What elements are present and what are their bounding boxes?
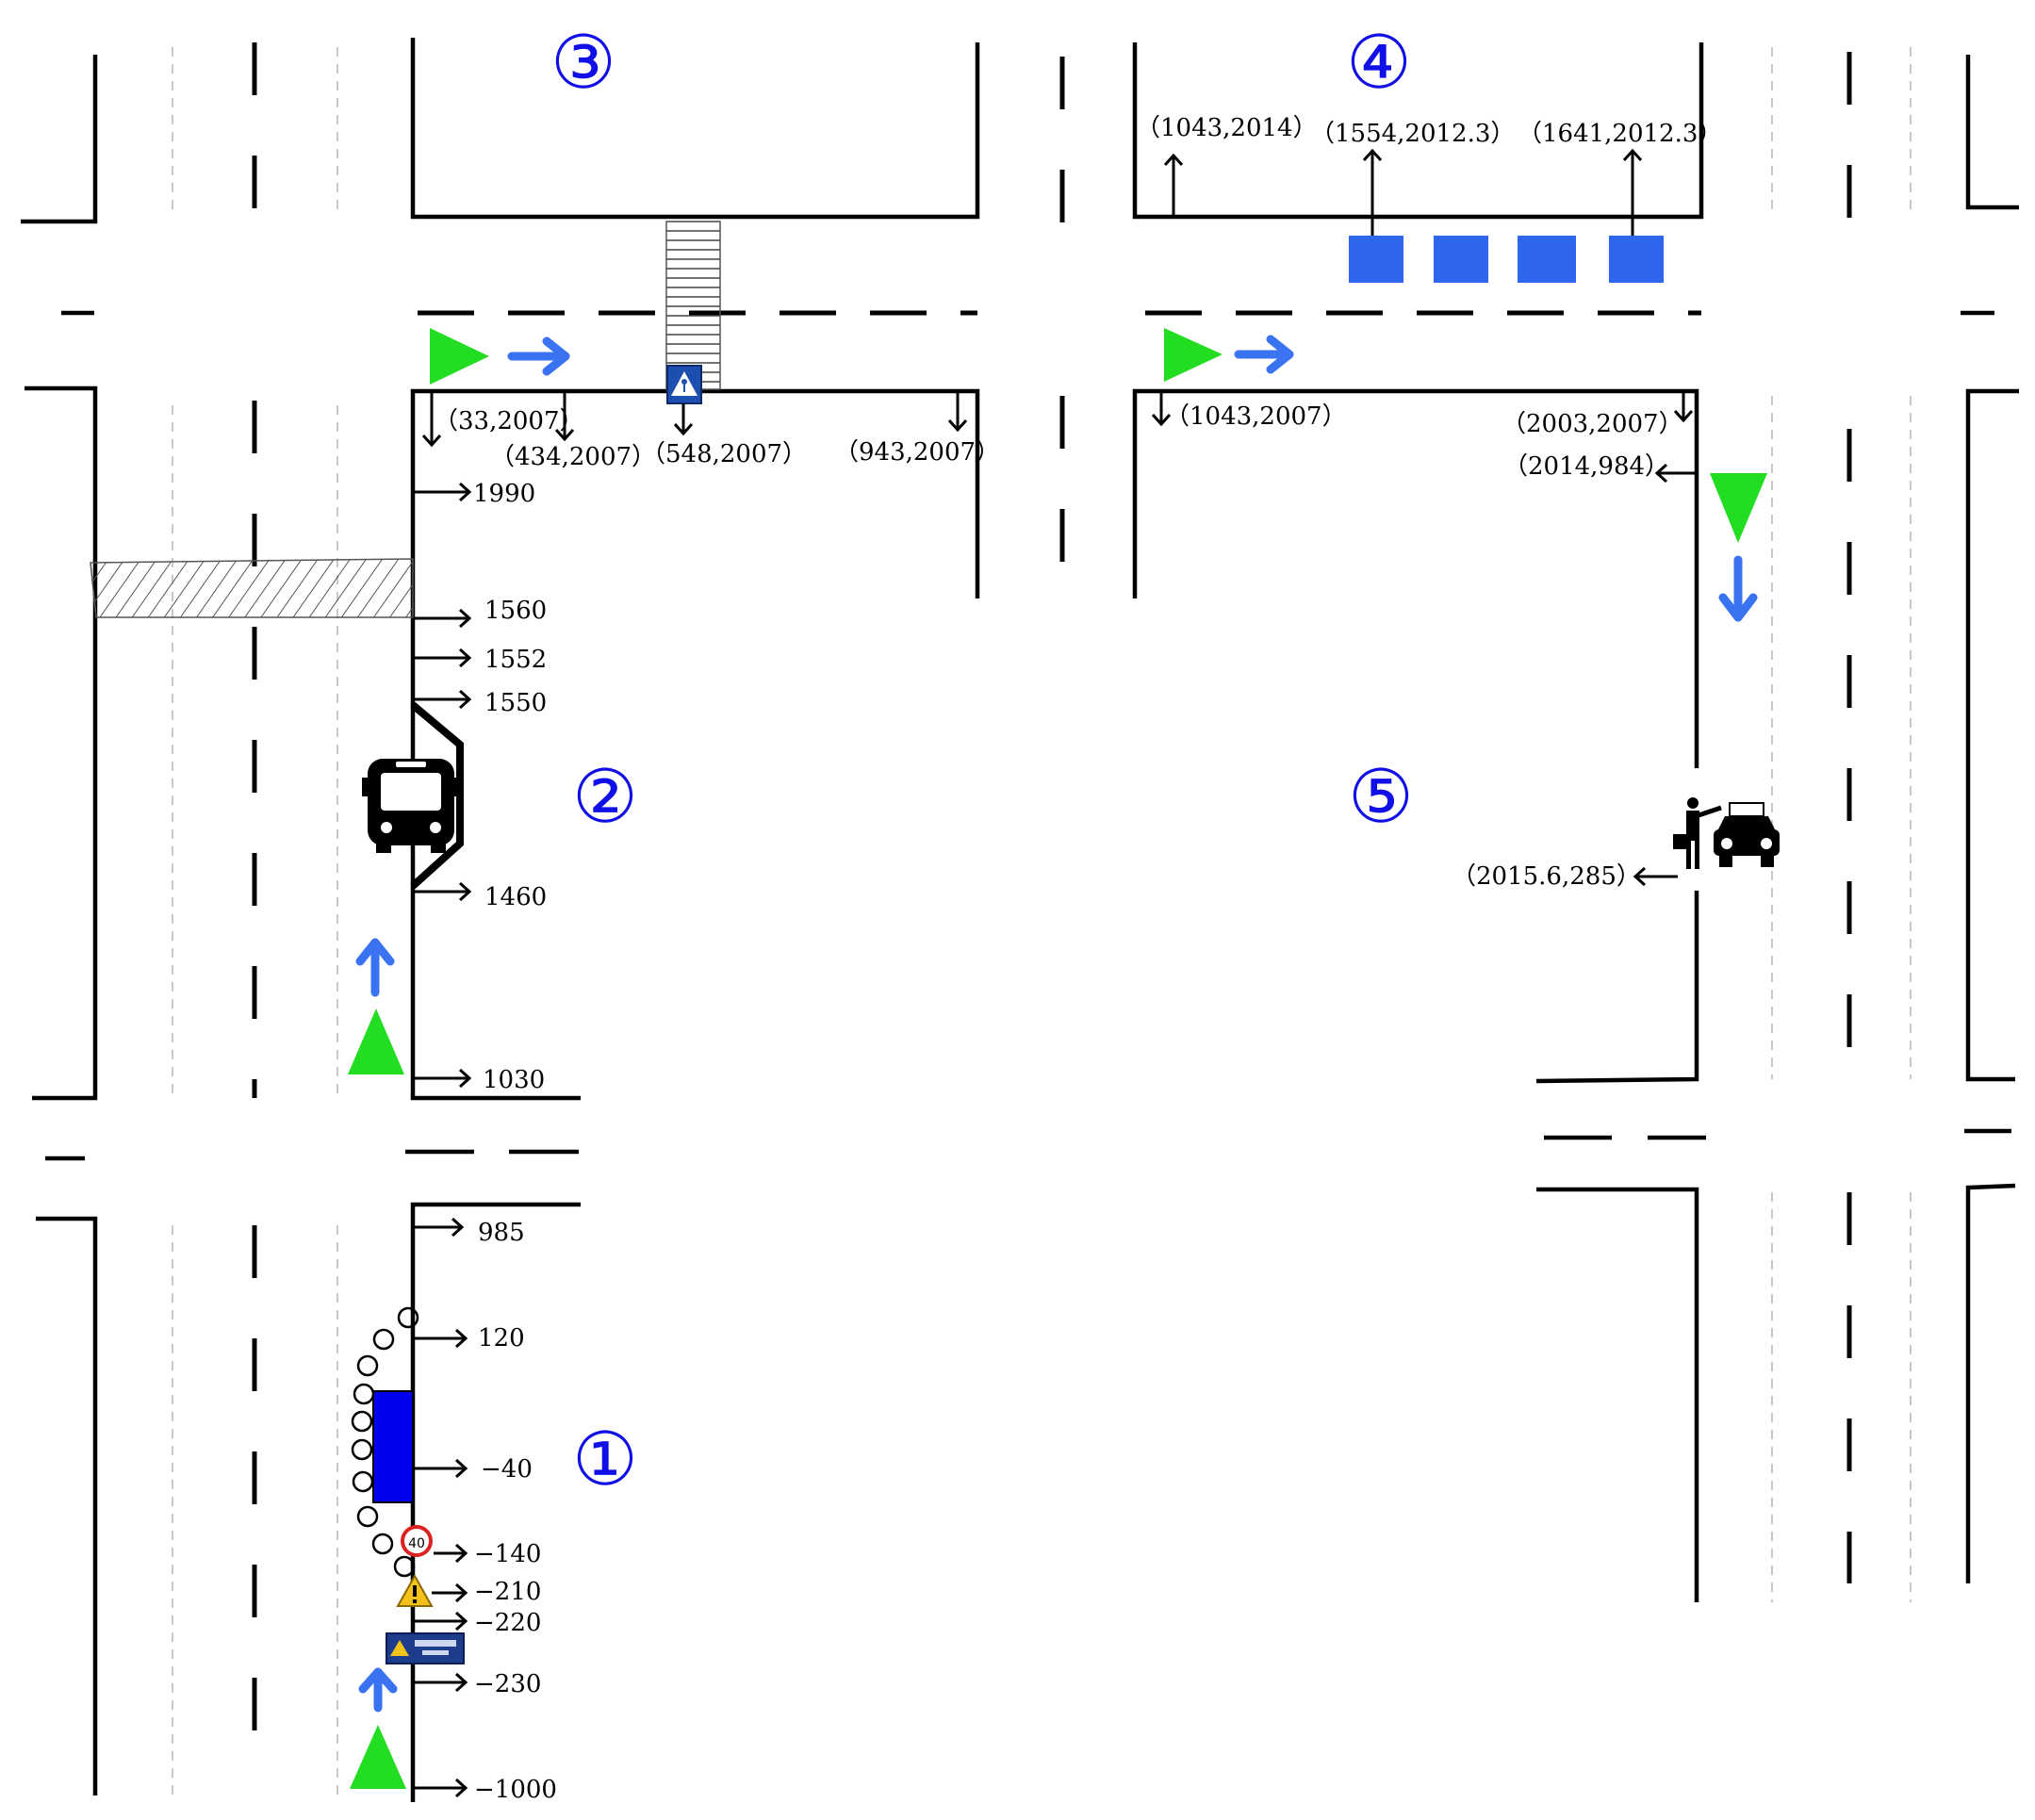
label-2015-285: （2015.6,285） [1452, 862, 1641, 891]
marker-minus230 [415, 1672, 468, 1693]
svg-text:40: 40 [408, 1536, 425, 1551]
marker-120 [415, 1328, 468, 1349]
label-120: 120 [478, 1324, 525, 1353]
traffic-cones [351, 1306, 419, 1578]
green-triangle-3 [1710, 473, 1767, 543]
marker-2015-285 [1633, 866, 1678, 887]
marker-2003-2007 [1673, 391, 1694, 423]
marker-943-2007 [947, 391, 968, 433]
speed-limit-sign-icon: 40 [401, 1525, 433, 1557]
bus-icon [362, 759, 460, 853]
coordinate-markers: （33,2007） （434,2007） （548,2007） （943,200… [421, 114, 1722, 891]
marker-1550 [415, 689, 472, 710]
label-434-2007: （434,2007） [490, 443, 656, 471]
label-minus230: −230 [474, 1670, 541, 1698]
label-985: 985 [478, 1219, 525, 1247]
marker-548-2007 [673, 403, 694, 436]
label-2003-2007: （2003,2007） [1502, 410, 1683, 438]
marker-minus1000 [415, 1778, 468, 1798]
label-1552: 1552 [484, 646, 547, 674]
marker-33-2007 [421, 391, 442, 448]
marker-1043-2007 [1151, 391, 1172, 427]
label-minus1000: −1000 [474, 1776, 557, 1804]
label-minus140: −140 [474, 1540, 541, 1568]
label-943-2007: （943,2007） [834, 438, 1000, 467]
label-1550: 1550 [484, 689, 547, 717]
label-548-2007: （548,2007） [641, 440, 807, 468]
label-minus40: −40 [481, 1455, 533, 1484]
green-triangle-5 [350, 1725, 406, 1789]
marker-1552 [415, 648, 472, 668]
label-1554-2012: （1554,2012.3） [1310, 120, 1515, 148]
green-triangle-1 [430, 328, 489, 385]
work-zone-block [372, 1390, 414, 1503]
label-1990: 1990 [473, 480, 535, 508]
marker-minus210 [432, 1582, 468, 1603]
vehicle-markers [348, 328, 1767, 1789]
marker-minus220 [415, 1611, 468, 1631]
marker-1560 [415, 608, 472, 629]
taxi-stand-icon [1673, 797, 1780, 869]
label-1460: 1460 [484, 883, 547, 911]
crosswalk-horizontal [90, 558, 414, 618]
zone-label-2: ② [572, 755, 638, 840]
construction-ahead-sign-icon [386, 1632, 465, 1664]
label-minus210: −210 [474, 1578, 541, 1606]
road-edges [21, 38, 2019, 1802]
green-triangle-4 [348, 1008, 404, 1074]
crosswalk-vertical [665, 221, 721, 390]
marker-1641-2012 [1622, 148, 1643, 236]
marker-1990 [415, 482, 472, 502]
label-2014-984: （2014,984） [1503, 452, 1669, 481]
marker-minus140 [434, 1543, 468, 1564]
label-1030: 1030 [483, 1066, 545, 1094]
mileage-markers: 1990 1560 1552 1550 1460 1030 985 120 −4… [415, 480, 557, 1804]
zone-label-4: ④ [1346, 21, 1412, 106]
zone-label-3: ③ [550, 21, 616, 106]
marker-1554-2012 [1362, 148, 1383, 236]
label-minus220: −220 [474, 1609, 541, 1637]
marker-2014-984 [1654, 463, 1697, 484]
lane-markings [45, 42, 2011, 1800]
label-1043-2007: （1043,2007） [1165, 402, 1347, 431]
marker-1030 [415, 1068, 472, 1089]
warning-sign-icon [396, 1573, 434, 1607]
label-1641-2012: （1641,2012.3） [1518, 120, 1722, 148]
label-1560: 1560 [484, 597, 547, 625]
marker-985 [415, 1217, 465, 1238]
marker-1460 [415, 881, 472, 902]
label-1043-2014: （1043,2014） [1136, 114, 1318, 142]
zone-label-1: ① [572, 1418, 638, 1502]
parking-blocks [1349, 236, 1664, 283]
green-triangle-2 [1164, 328, 1223, 382]
marker-minus40 [415, 1458, 468, 1479]
marker-434-2007 [554, 391, 575, 442]
work-zone: 40 [351, 1306, 465, 1664]
marker-1043-2014 [1163, 153, 1184, 217]
pedestrian-crossing-sign-icon [666, 365, 702, 404]
label-33-2007: （33,2007） [434, 407, 584, 435]
zone-label-5: ⑤ [1348, 755, 1414, 840]
